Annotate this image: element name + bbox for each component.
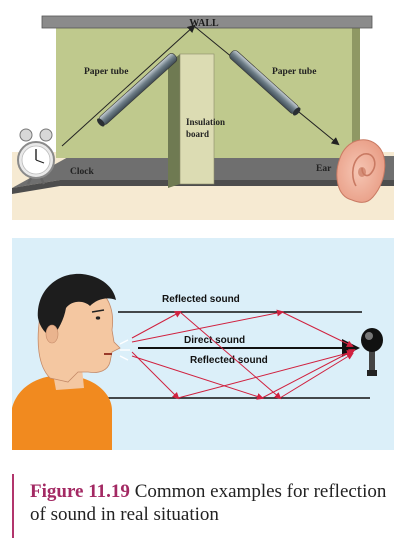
direct-sound-label: Direct sound [184, 335, 245, 346]
ear-icon [336, 139, 386, 203]
insulation-board-side [168, 54, 180, 188]
direct-and-reflected-sound-diagram: Reflected sound Direct sound Reflected s… [12, 238, 394, 450]
right-tube-label: Paper tube [272, 67, 316, 77]
left-tube-label: Paper tube [84, 67, 128, 77]
microphone-icon [361, 328, 383, 376]
speaking-person [12, 273, 121, 450]
board-label-line1: Insulation [186, 117, 225, 127]
ear-label: Ear [316, 164, 332, 174]
clock-icon [17, 128, 55, 185]
incident-sound-line [61, 24, 196, 147]
left-paper-tube [97, 53, 178, 127]
reflected-rays [131, 309, 356, 400]
wall-top-beam [41, 15, 373, 29]
figure-number: Figure 11.19 [30, 481, 130, 502]
figure-caption: Figure 11.19 Common examples for reflect… [12, 466, 392, 542]
caption-accent-rule [12, 474, 14, 538]
reflected-sound-bottom-label: Reflected sound [190, 355, 268, 366]
speech-marks [119, 339, 130, 361]
reflected-sound-top-label: Reflected sound [162, 294, 240, 305]
paper-tube-reflection-diagram: WALL Insulation board Paper tube Paper t… [12, 15, 394, 220]
clock-label: Clock [70, 167, 94, 177]
caption-text-block: Figure 11.19 Common examples for reflect… [30, 480, 390, 526]
wall-label: WALL [189, 18, 219, 29]
right-paper-tube [229, 50, 301, 116]
caption-description: Common examples for reflection of sound … [30, 481, 387, 525]
board-label-line2: board [186, 129, 209, 139]
insulation-board [179, 53, 215, 185]
